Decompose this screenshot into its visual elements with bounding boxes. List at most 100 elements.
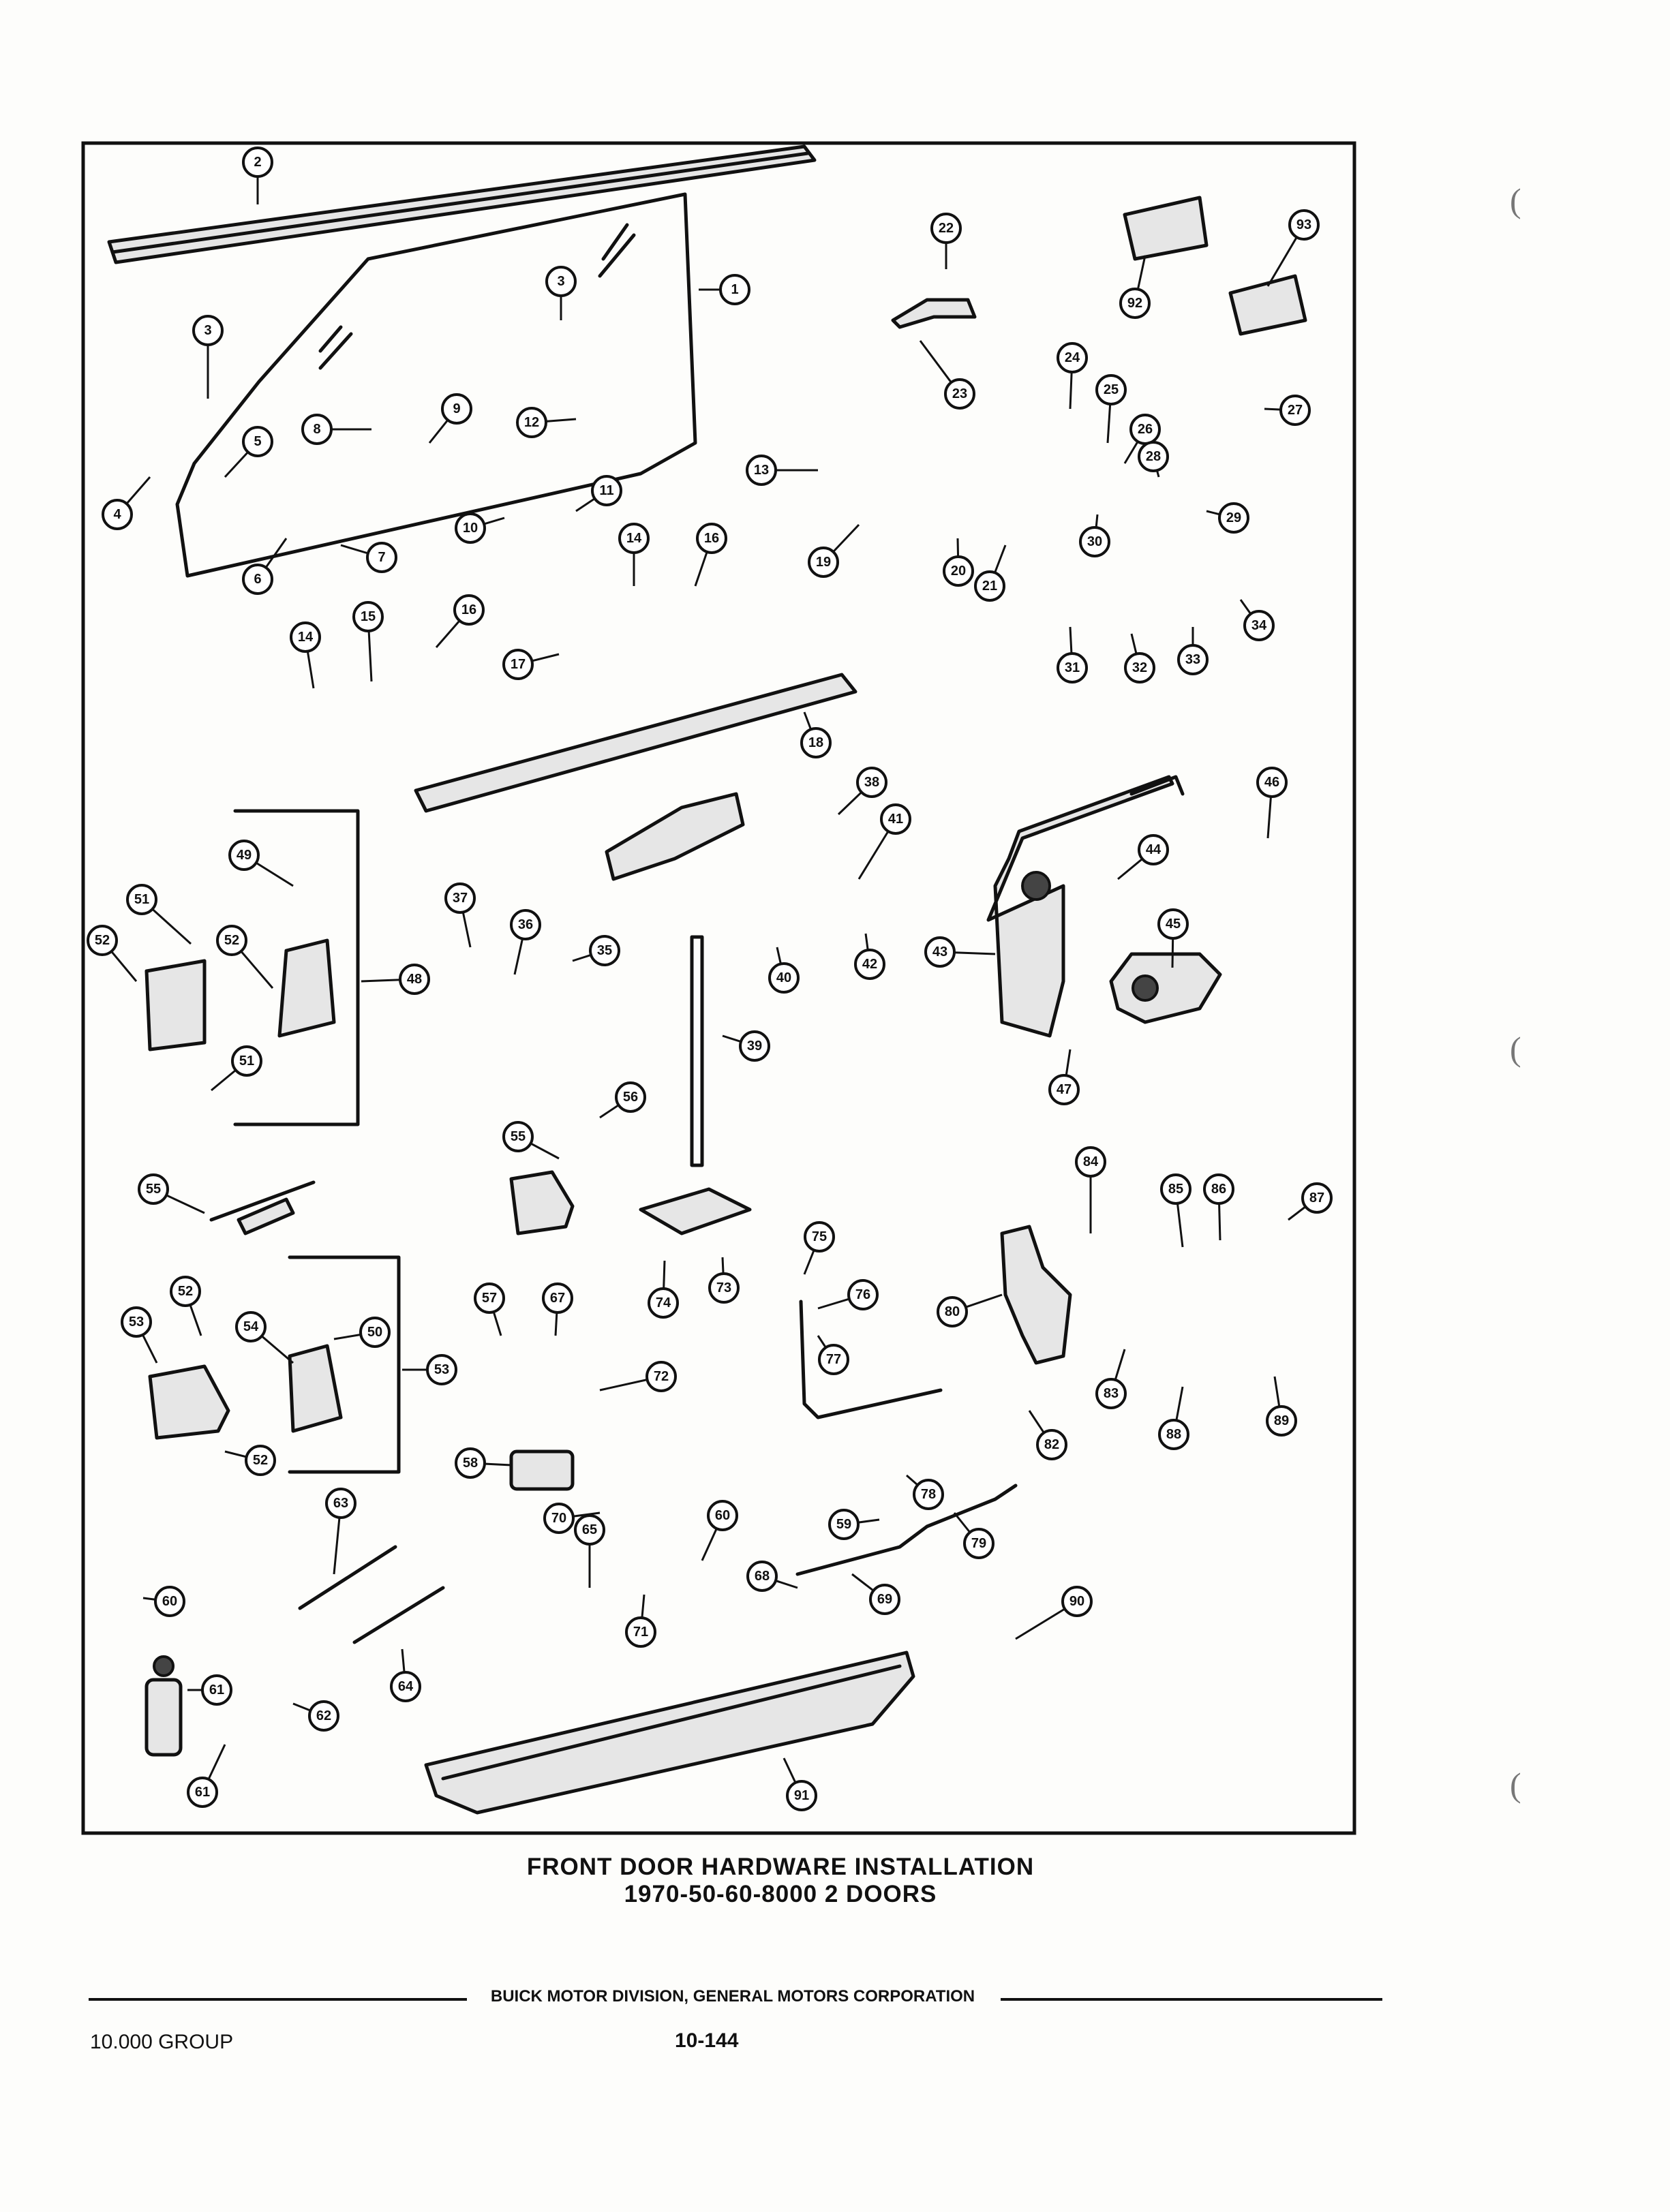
callout-number: 3 bbox=[557, 274, 564, 289]
callout-53: 53 bbox=[402, 1354, 457, 1385]
callout-circle bbox=[474, 1282, 505, 1314]
callout-number: 72 bbox=[654, 1369, 669, 1384]
callout-14: 14 bbox=[290, 621, 321, 689]
callout-16: 16 bbox=[694, 523, 727, 587]
callout-circle bbox=[325, 1488, 356, 1519]
callout-number: 47 bbox=[1057, 1082, 1072, 1097]
callout-14: 14 bbox=[618, 523, 650, 586]
callout-circle bbox=[216, 925, 247, 956]
callout-37: 37 bbox=[444, 882, 476, 948]
callout-48: 48 bbox=[361, 964, 430, 995]
callout-number: 78 bbox=[921, 1487, 936, 1502]
callout-45: 45 bbox=[1157, 908, 1189, 968]
callout-circle bbox=[1301, 1182, 1333, 1214]
callout-number: 15 bbox=[361, 609, 376, 624]
callout-number: 56 bbox=[623, 1090, 638, 1105]
callout-number: 67 bbox=[550, 1291, 565, 1306]
callout-circle bbox=[366, 542, 397, 573]
callout-18: 18 bbox=[800, 711, 832, 758]
callout-13: 13 bbox=[746, 455, 818, 486]
part-check-spring bbox=[209, 1180, 316, 1235]
callout-circle bbox=[646, 1361, 677, 1392]
callout-circle bbox=[301, 414, 333, 445]
callout-circle bbox=[1158, 1419, 1189, 1450]
callout-circle bbox=[924, 936, 956, 968]
callout-63: 63 bbox=[325, 1488, 356, 1575]
callout-number: 14 bbox=[298, 630, 314, 645]
callout-number: 7 bbox=[378, 550, 385, 565]
callout-circle bbox=[1218, 502, 1249, 534]
callout-circle bbox=[1036, 1429, 1067, 1460]
margin-mark: ( bbox=[1510, 1030, 1521, 1068]
callout-54: 54 bbox=[235, 1311, 294, 1364]
callout-circle bbox=[856, 767, 887, 798]
callout-number: 51 bbox=[239, 1054, 254, 1069]
callout-number: 12 bbox=[524, 415, 539, 430]
callout-47: 47 bbox=[1048, 1049, 1080, 1105]
part-rod bbox=[352, 1586, 445, 1644]
callout-circle bbox=[235, 1311, 267, 1342]
callout-circle bbox=[1279, 395, 1311, 426]
callout-circle bbox=[154, 1586, 185, 1617]
part-lift-bracket bbox=[605, 792, 745, 881]
footer-corporation: BUICK MOTOR DIVISION, GENERAL MOTORS COR… bbox=[490, 1987, 975, 2006]
part-lock-housing bbox=[509, 1170, 575, 1235]
callout-10: 10 bbox=[455, 512, 505, 544]
callout-number: 39 bbox=[747, 1039, 762, 1054]
diagram-frame bbox=[81, 141, 1356, 1835]
callout-number: 86 bbox=[1211, 1182, 1226, 1197]
callout-circle bbox=[502, 1121, 534, 1152]
callout-87: 87 bbox=[1288, 1182, 1333, 1221]
callout-number: 50 bbox=[367, 1325, 382, 1340]
callout-circle bbox=[828, 1509, 860, 1540]
callout-circle bbox=[1177, 644, 1209, 675]
callout-number: 33 bbox=[1185, 652, 1200, 667]
callout-circle bbox=[308, 1700, 339, 1732]
callout-57: 57 bbox=[474, 1282, 505, 1336]
callout-72: 72 bbox=[599, 1361, 677, 1392]
callout-39: 39 bbox=[722, 1030, 770, 1062]
callout-number: 40 bbox=[776, 970, 791, 985]
callout-number: 61 bbox=[209, 1683, 224, 1698]
callout-71: 71 bbox=[625, 1594, 656, 1648]
callout-number: 41 bbox=[888, 812, 903, 827]
callout-52: 52 bbox=[216, 925, 274, 989]
callout-69: 69 bbox=[851, 1573, 900, 1615]
callout-49: 49 bbox=[228, 840, 294, 887]
callout-number: 75 bbox=[812, 1229, 827, 1244]
callout-circle bbox=[719, 274, 750, 305]
part-actuator bbox=[145, 1655, 183, 1757]
callout-number: 37 bbox=[453, 891, 468, 906]
callout-number: 53 bbox=[434, 1362, 449, 1377]
callout-number: 28 bbox=[1146, 449, 1161, 464]
callout-number: 35 bbox=[597, 943, 612, 958]
callout-78: 78 bbox=[906, 1474, 944, 1510]
callout-circle bbox=[1256, 767, 1288, 798]
callout-number: 84 bbox=[1083, 1154, 1099, 1169]
callout-circle bbox=[804, 1221, 835, 1253]
callout-34: 34 bbox=[1239, 599, 1275, 641]
callout-circle bbox=[800, 727, 832, 758]
part-window-regulator bbox=[986, 775, 1185, 1038]
callout-86: 86 bbox=[1203, 1173, 1234, 1241]
callout-circle bbox=[1048, 1074, 1080, 1105]
callout-number: 64 bbox=[398, 1679, 414, 1694]
callout-61: 61 bbox=[187, 1674, 232, 1706]
callout-circle bbox=[707, 1500, 738, 1531]
callout-circle bbox=[1288, 209, 1320, 241]
callout-number: 22 bbox=[939, 221, 954, 236]
callout-84: 84 bbox=[1075, 1146, 1106, 1233]
callout-number: 55 bbox=[511, 1129, 526, 1144]
callout-number: 3 bbox=[204, 323, 211, 338]
callout-number: 52 bbox=[95, 933, 110, 948]
callout-number: 44 bbox=[1146, 842, 1162, 857]
callout-circle bbox=[542, 1282, 573, 1314]
callout-22: 22 bbox=[930, 213, 962, 269]
part-glass-run-channel bbox=[107, 144, 817, 264]
callout-27: 27 bbox=[1264, 395, 1311, 426]
callout-number: 60 bbox=[715, 1508, 730, 1523]
callout-number: 42 bbox=[862, 957, 877, 972]
callout-circle bbox=[187, 1777, 218, 1808]
callout-76: 76 bbox=[817, 1279, 879, 1310]
callout-number: 34 bbox=[1251, 618, 1267, 633]
